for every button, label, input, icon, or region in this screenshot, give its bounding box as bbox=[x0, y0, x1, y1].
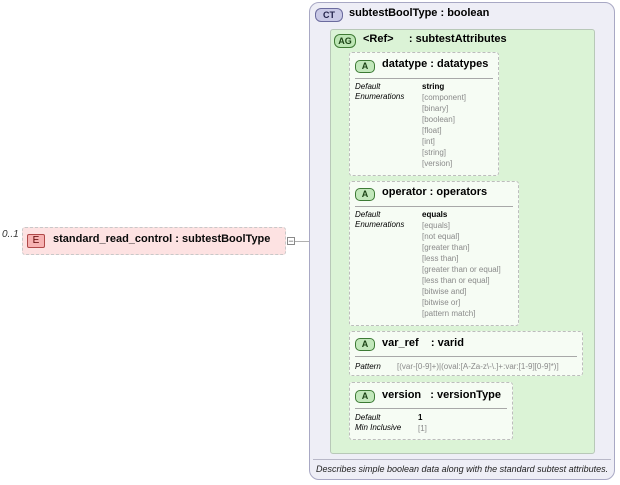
element-badge: E bbox=[27, 234, 45, 248]
attribute-name: operator bbox=[382, 186, 427, 198]
element-title: standard_read_control : subtestBoolType bbox=[53, 233, 270, 245]
enumeration-item: [bitwise or] bbox=[422, 298, 461, 307]
attribute-title: operator : operators bbox=[382, 186, 487, 198]
default-label: Default bbox=[355, 413, 381, 422]
enumeration-item: [string] bbox=[422, 148, 447, 157]
enumeration-item: [float] bbox=[422, 126, 442, 135]
min-inclusive-value: [1] bbox=[418, 424, 427, 433]
attribute-divider bbox=[355, 206, 513, 207]
enumeration-item: [greater than] bbox=[422, 243, 470, 252]
attribute-badge: A bbox=[355, 390, 375, 403]
enumeration-item: [bitwise and] bbox=[422, 287, 467, 296]
attribute-divider bbox=[355, 408, 507, 409]
attribute-version[interactable] bbox=[349, 382, 513, 440]
attribute-datatype[interactable] bbox=[349, 52, 499, 176]
description-divider bbox=[313, 459, 611, 460]
collapse-icon[interactable]: − bbox=[287, 236, 295, 246]
attribute-group-name: subtestAttributes bbox=[415, 33, 507, 45]
complex-type-title: subtestBoolType : boolean bbox=[349, 7, 489, 19]
enumerations-label: Enumerations bbox=[355, 92, 405, 101]
attribute-group-badge: AG bbox=[334, 34, 356, 48]
default-label: Default bbox=[355, 82, 381, 91]
attribute-type: versionType bbox=[437, 389, 502, 401]
attribute-name: var_ref bbox=[382, 337, 419, 349]
element-type: subtestBoolType bbox=[181, 233, 271, 245]
attribute-divider bbox=[355, 78, 493, 79]
attribute-type: varid bbox=[437, 337, 464, 349]
attribute-type: operators bbox=[436, 186, 488, 198]
enumerations-label: Enumerations bbox=[355, 220, 405, 229]
enumeration-list: [component] [binary] [boolean] [float] [int]… bbox=[422, 92, 466, 169]
enumeration-item: [equals] bbox=[422, 221, 451, 230]
type-separator: : bbox=[426, 186, 437, 198]
pattern-label: Pattern bbox=[355, 362, 381, 371]
enumeration-list: [equals] [not equal] [greater than] [less t… bbox=[422, 220, 501, 319]
enumeration-item: [less than] bbox=[422, 254, 459, 263]
attribute-title: var_ref : varid bbox=[382, 337, 464, 349]
complex-type-name: subtestBoolType bbox=[349, 7, 438, 19]
enumeration-item: [boolean] bbox=[422, 115, 455, 124]
type-separator: : bbox=[172, 233, 182, 245]
attribute-name: datatype bbox=[382, 58, 428, 70]
attribute-badge: A bbox=[355, 60, 375, 73]
enumeration-item: [component] bbox=[422, 93, 467, 102]
default-label: Default bbox=[355, 210, 381, 219]
attribute-name: version bbox=[382, 389, 422, 401]
type-separator: : bbox=[421, 389, 438, 401]
type-separator: : bbox=[437, 7, 448, 19]
enumeration-item: [int] bbox=[422, 137, 435, 146]
attribute-title: datatype : datatypes bbox=[382, 58, 488, 70]
complex-type-description: Describes simple boolean data along with… bbox=[316, 464, 609, 474]
type-separator: : bbox=[418, 337, 438, 349]
attribute-type: datatypes bbox=[437, 58, 489, 70]
enumeration-item: [greater than or equal] bbox=[422, 265, 501, 274]
enumeration-item: [not equal] bbox=[422, 232, 460, 241]
element-name: standard_read_control bbox=[53, 233, 173, 245]
enumeration-item: [binary] bbox=[422, 104, 449, 113]
attribute-title: version : versionType bbox=[382, 389, 501, 401]
type-separator: : bbox=[427, 58, 438, 70]
min-inclusive-label: Min Inclusive bbox=[355, 423, 402, 432]
cardinality-label: 0..1 bbox=[2, 229, 19, 240]
default-value: 1 bbox=[418, 413, 423, 422]
attribute-operator[interactable] bbox=[349, 181, 519, 326]
type-separator: : bbox=[393, 33, 416, 45]
attribute-var-ref[interactable] bbox=[349, 331, 583, 376]
attribute-group-ref: <Ref> bbox=[363, 33, 394, 45]
attribute-badge: A bbox=[355, 188, 375, 201]
attribute-divider bbox=[355, 356, 577, 357]
connector-element-to-type bbox=[295, 241, 309, 242]
element-node[interactable] bbox=[22, 227, 286, 255]
enumeration-item: [version] bbox=[422, 159, 453, 168]
complex-type-base: boolean bbox=[447, 7, 490, 19]
complex-type-badge: CT bbox=[315, 8, 343, 22]
attribute-badge: A bbox=[355, 338, 375, 351]
enumeration-item: [less than or equal] bbox=[422, 276, 490, 285]
attribute-group-title: <Ref> : subtestAttributes bbox=[363, 33, 507, 45]
pattern-value: [(var-[0-9]+)|(oval:[A-Za-z\-\.]+:var:[1… bbox=[397, 362, 559, 371]
enumeration-item: [pattern match] bbox=[422, 309, 476, 318]
default-value: string bbox=[422, 82, 445, 91]
default-value: equals bbox=[422, 210, 448, 219]
